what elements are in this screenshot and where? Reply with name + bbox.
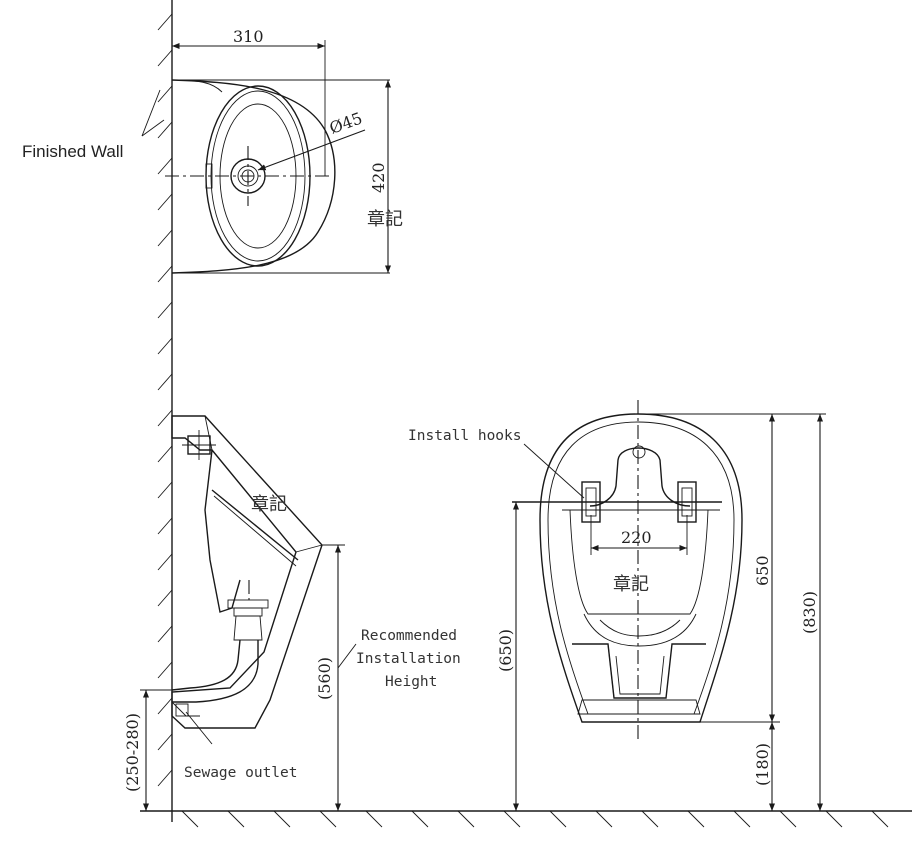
side-section-view: 章記 (560) (250-280) Sewage outlet Recomme…: [123, 415, 461, 811]
seal-stamp-top: 章記: [367, 209, 403, 230]
floor-line: [140, 810, 912, 828]
top-view: Ø45 310 420 章記: [165, 27, 403, 274]
outlet-height-dim: (250-280): [123, 713, 142, 792]
top-width-dim: 310: [233, 27, 264, 46]
finished-wall: [157, 0, 173, 822]
recommended-height-label-2: Installation: [356, 651, 461, 667]
seal-stamp-side: 章記: [251, 494, 287, 515]
seal-stamp-front: 章記: [613, 574, 649, 595]
install-hooks-label: Install hooks: [408, 428, 522, 444]
finished-wall-label: Finished Wall: [22, 142, 123, 161]
body-height-dim: 650: [753, 555, 772, 586]
wall-hatch-marks: [157, 13, 173, 787]
hook-spacing-dim: 220: [621, 528, 652, 547]
recommended-height-label-3: Height: [385, 674, 437, 690]
side-rim-height-dim: (560): [315, 657, 334, 700]
front-view: 220 章記 Install hooks (650) 650 (180) (83…: [408, 400, 826, 811]
top-depth-dim: 420: [369, 162, 388, 193]
recommended-height-label-1: Recommended: [361, 628, 457, 644]
total-height-dim: (830): [800, 591, 819, 634]
floor-hatch-marks: [181, 810, 889, 828]
bottom-clearance-dim: (180): [753, 743, 772, 786]
front-install-height-dim: (650): [496, 629, 515, 672]
outlet-diameter-dim: Ø45: [327, 108, 365, 137]
sewage-outlet-label: Sewage outlet: [184, 765, 298, 781]
finished-wall-callout: Finished Wall: [22, 89, 165, 161]
